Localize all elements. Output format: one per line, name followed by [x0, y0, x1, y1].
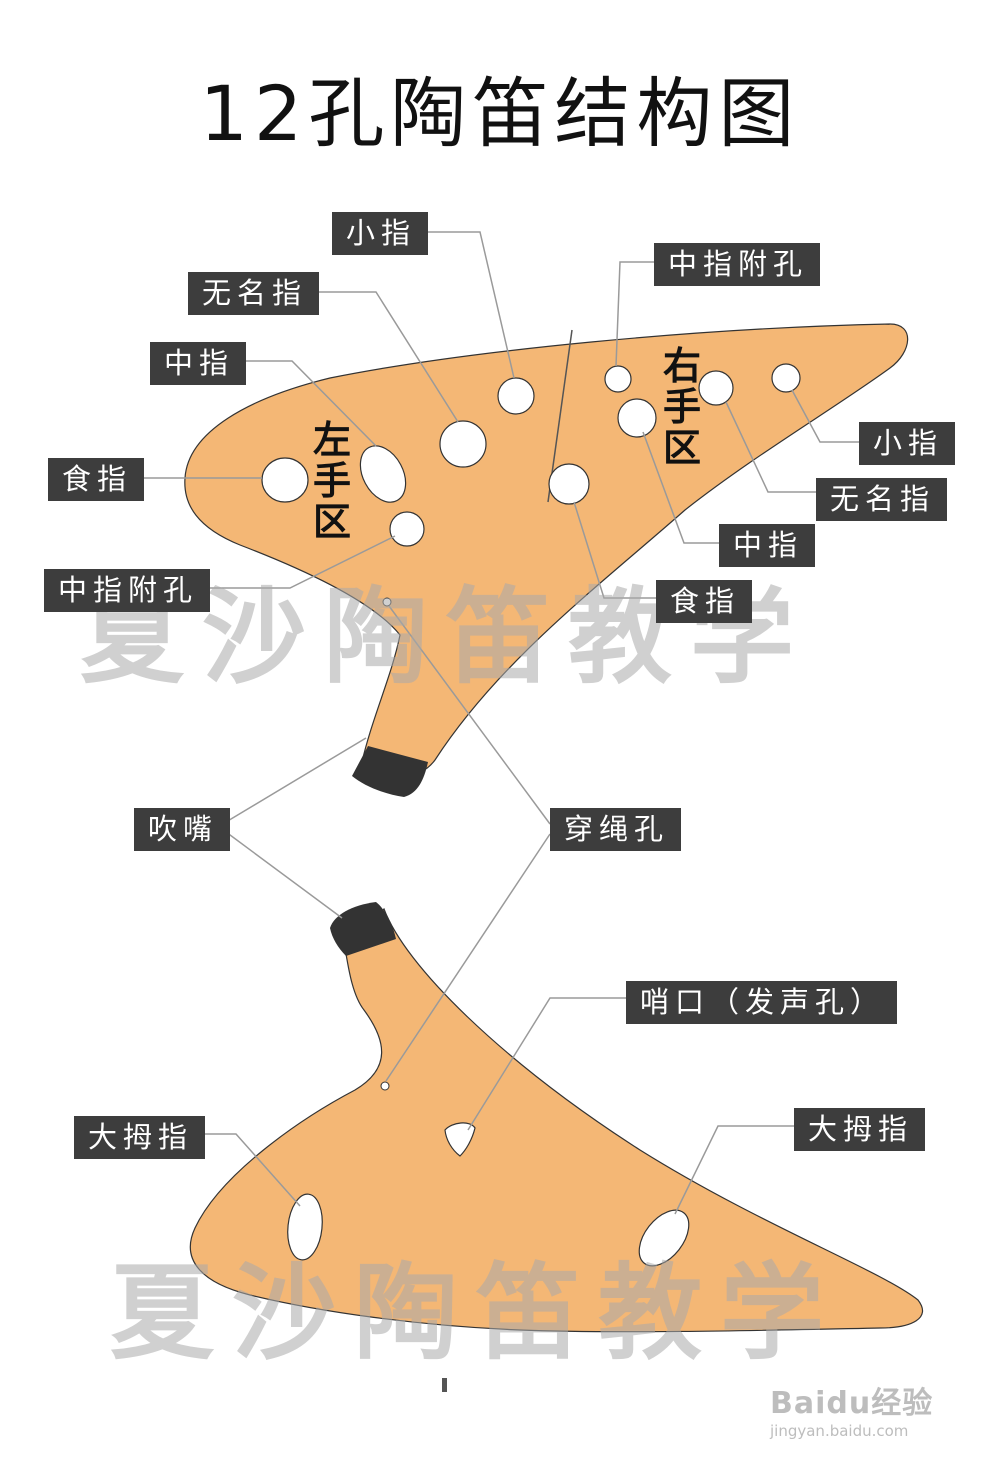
- label-string-hole: 穿绳孔: [550, 808, 682, 851]
- hole-left-middle-sub: [389, 511, 425, 547]
- baidu-url: jingyan.baidu.com: [770, 1422, 909, 1440]
- right-hand-zone-char-3: 区: [662, 426, 701, 471]
- hole-left-pinky: [497, 377, 535, 415]
- label-right-ring: 无名指: [816, 478, 948, 521]
- label-top-right-middle-sub: 中指附孔: [654, 243, 821, 286]
- leader-string-bottom: [385, 833, 551, 1082]
- hole-right-pinky: [771, 363, 801, 393]
- label-right-thumb: 大拇指: [794, 1108, 926, 1151]
- label-top-ring: 无名指: [188, 272, 320, 315]
- leader-whistle: [467, 997, 626, 1131]
- hole-right-thumb: [638, 1209, 690, 1267]
- label-left-thumb: 大拇指: [74, 1116, 206, 1159]
- hole-left-thumb: [287, 1193, 323, 1261]
- bottom-ocarina: [189, 902, 924, 1333]
- label-top-left-middle-sub: 中指附孔: [44, 569, 211, 612]
- leader-top-right-sub: [615, 261, 654, 367]
- leader-right-middle: [642, 431, 719, 544]
- label-whistle: 哨口（发声孔）: [626, 981, 898, 1024]
- hole-right-ring: [698, 370, 734, 406]
- leader-right-thumb: [674, 1125, 794, 1215]
- leader-right-ring: [725, 401, 816, 493]
- whistle-hole: [444, 1122, 476, 1157]
- bottom-string-hole: [380, 1081, 390, 1091]
- bottom-mark: [442, 1378, 447, 1392]
- baidu-watermark: Baidu经验 jingyan.baidu.com: [770, 1378, 933, 1440]
- leader-top-ring: [306, 291, 459, 423]
- hole-right-index: [548, 463, 590, 505]
- top-ocarina: [184, 323, 909, 797]
- top-string-hole: [382, 597, 392, 607]
- leader-top-left-sub: [208, 535, 396, 589]
- page-title: 12孔陶笛结构图: [199, 69, 801, 158]
- leader-string-top: [388, 605, 551, 825]
- bottom-mouthpiece: [330, 902, 396, 956]
- leader-top-pinky: [420, 231, 515, 379]
- bottom-ocarina-body: [189, 907, 924, 1333]
- baidu-logo: Baidu经验: [770, 1386, 934, 1421]
- label-mouthpiece: 吹嘴: [134, 808, 231, 851]
- leader-right-index: [573, 501, 656, 599]
- left-hand-zone: 左 手 区: [310, 418, 354, 545]
- left-hand-zone-char-2: 手: [312, 459, 351, 504]
- right-hand-zone-char-1: 右: [662, 344, 701, 388]
- right-hand-zone: 右 手 区: [660, 344, 704, 471]
- hole-left-index: [261, 457, 309, 503]
- label-right-middle: 中指: [719, 524, 816, 567]
- hole-left-middle: [359, 445, 407, 503]
- leader-mouthpiece-bottom: [225, 831, 343, 919]
- hole-right-middle-sub: [604, 365, 632, 393]
- label-top-middle: 中指: [150, 342, 247, 385]
- leader-mouthpiece-top: [225, 737, 367, 823]
- leader-right-pinky: [791, 389, 859, 443]
- hole-right-middle: [617, 398, 657, 438]
- label-top-pinky: 小指: [332, 212, 429, 255]
- top-mouthpiece: [352, 746, 428, 797]
- watermark-bottom: 夏沙陶笛教学: [110, 1252, 843, 1374]
- hole-left-ring: [439, 420, 487, 468]
- label-top-index: 食指: [48, 458, 145, 501]
- label-right-pinky: 小指: [859, 422, 956, 465]
- label-right-index: 食指: [656, 580, 753, 623]
- top-ocarina-body: [184, 323, 909, 777]
- left-hand-zone-char-3: 区: [312, 500, 351, 545]
- right-hand-zone-char-2: 手: [662, 385, 701, 430]
- left-hand-zone-char-1: 左: [312, 418, 351, 462]
- leader-top-middle: [238, 360, 377, 447]
